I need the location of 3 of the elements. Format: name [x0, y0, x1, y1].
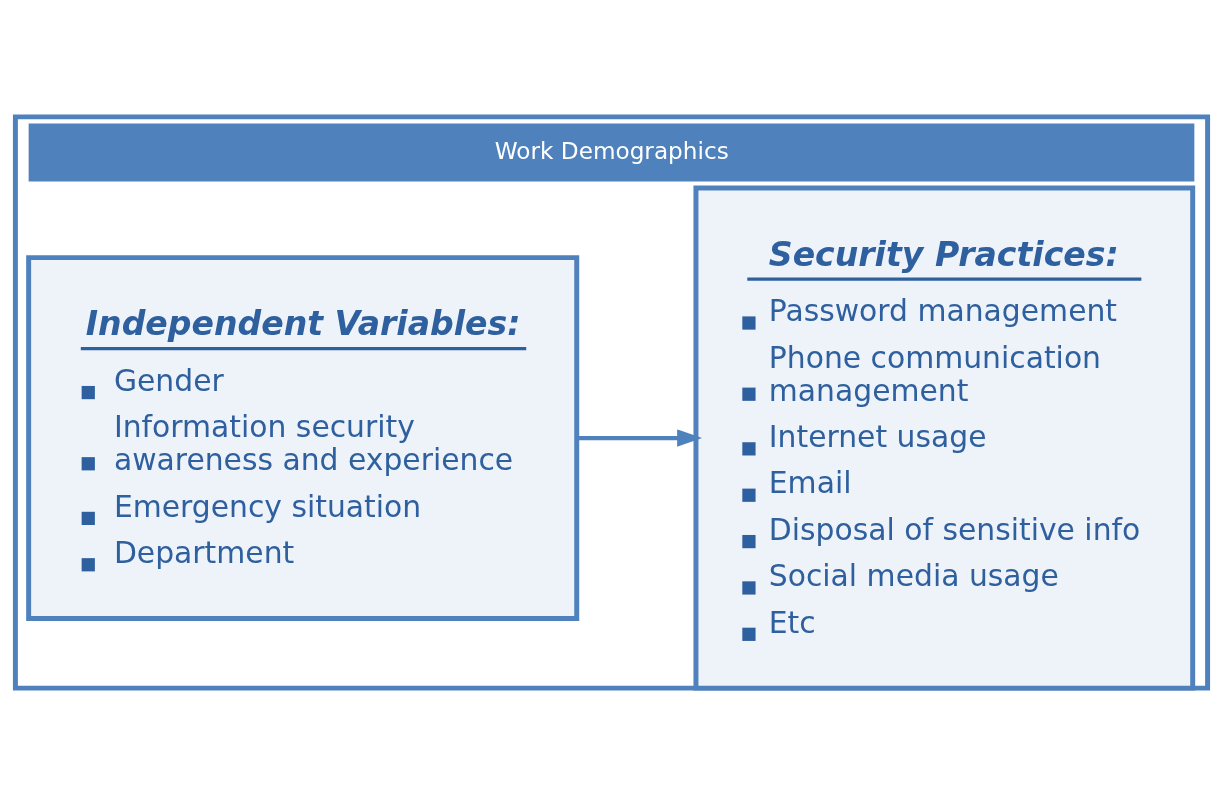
node-box: Security Practices: Password management Phone communication management Internet usage Email Disposal of sensitive info Social media usage Etc	[693, 185, 1196, 691]
node-box: Independent Variables: Gender Information security awareness and experience Emergency situation Department	[26, 255, 580, 622]
arrow	[576, 429, 703, 447]
